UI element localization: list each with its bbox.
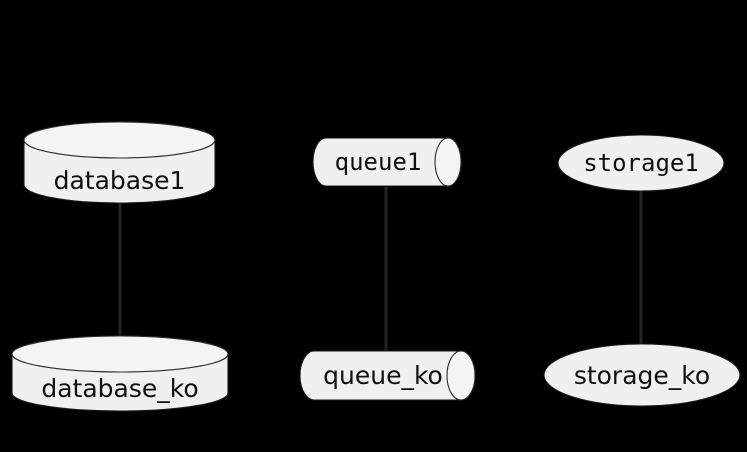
queue_ko-end-cap: [446, 350, 476, 401]
queue1-end-cap: [434, 137, 462, 187]
storage_ko-body: [543, 343, 741, 407]
node-storage_ko[interactable]: storage_ko: [543, 343, 741, 407]
edge-group: [118, 187, 643, 351]
node-storage1[interactable]: storage1: [557, 134, 725, 192]
node-queue1[interactable]: queue1: [312, 137, 462, 187]
database1-top-face: [23, 121, 216, 159]
queue1-label: queue1: [335, 148, 422, 176]
node-queue_ko[interactable]: queue_ko: [299, 350, 476, 401]
queue_ko-label: queue_ko: [323, 361, 443, 390]
storage_ko-label: storage_ko: [574, 361, 710, 390]
node-database1[interactable]: database1: [23, 121, 216, 204]
storage1-body: [557, 134, 725, 192]
node-database_ko[interactable]: database_ko: [11, 335, 229, 412]
database_ko-label: database_ko: [41, 374, 198, 403]
storage1-label: storage1: [583, 149, 699, 177]
database1-label: database1: [54, 166, 186, 195]
database_ko-top-face: [11, 335, 229, 373]
